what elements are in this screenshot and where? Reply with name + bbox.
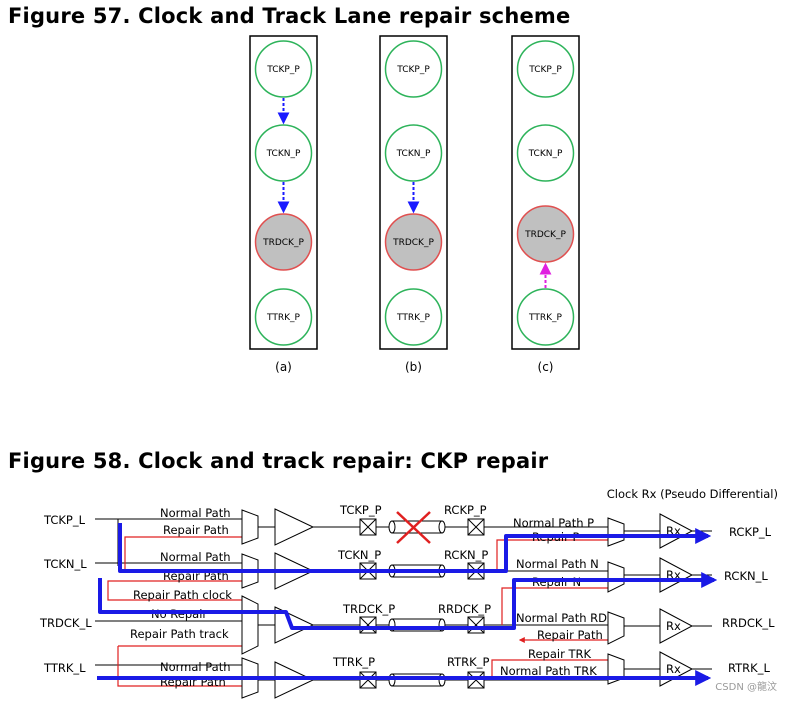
signal-tckn-l: TCKN_L <box>43 557 87 571</box>
tx-pad-box <box>359 616 377 634</box>
node-label: TCKP_P <box>396 65 430 75</box>
node-label: TRDCK_P <box>262 238 304 248</box>
tx-pad-ttrk: TTRK_P <box>332 655 375 669</box>
route-ckp <box>118 523 712 573</box>
node-label: TTRK_P <box>266 313 300 323</box>
panel-a-frame <box>249 35 318 350</box>
figure-57-title: Figure 57. Clock and Track Lane repair s… <box>8 4 571 28</box>
node-tckn <box>516 124 575 182</box>
node-tckn <box>384 124 443 182</box>
channel-cylinder <box>388 520 446 534</box>
tx-driver <box>274 606 315 644</box>
tx-driver <box>274 508 315 546</box>
rx-pad-rckp: RCKP_P <box>444 503 487 517</box>
active-routes <box>97 523 718 686</box>
figure-58-title: Figure 58. Clock and track repair: CKP r… <box>8 449 549 473</box>
panel-b: TCKP_P TCKN_P TRDCK_P TTRK_P (b) <box>379 35 448 374</box>
rx-pad-rckn: RCKN_P <box>444 548 488 562</box>
node-label: TCKP_P <box>528 65 562 75</box>
node-label: TRDCK_P <box>524 230 566 240</box>
rx-label-normal-path-trk: Normal Path TRK <box>500 664 597 678</box>
node-label: TCKN_P <box>266 149 301 159</box>
node-trdck-failed <box>254 213 313 271</box>
signal-trdck-l: TRDCK_L <box>39 616 92 630</box>
rx-pad-rrdck: RRDCK_P <box>438 602 491 616</box>
tx-label-normal-path: Normal Path <box>160 550 231 564</box>
node-trdck-failed <box>516 205 575 263</box>
tx-mux <box>241 509 259 545</box>
rx-receivers <box>659 513 694 687</box>
rx-block-label: Rx <box>666 619 681 633</box>
tx-label-normal-path: Normal Path <box>160 506 231 520</box>
signal-rtrk-l: RTRK_L <box>728 661 770 675</box>
channels <box>388 520 446 687</box>
tx-label-repair-path-clock: Repair Path clock <box>133 588 232 602</box>
rx-mux <box>607 611 625 645</box>
node-label: TCKP_P <box>266 65 300 75</box>
rx-pad-rtrk: RTRK_P <box>447 655 489 669</box>
signal-rckp-l: RCKP_L <box>729 525 772 539</box>
tx-label-repair-path: Repair Path <box>163 523 229 537</box>
node-trdck-failed <box>384 213 443 271</box>
tx-pad-tckp: TCKP_P <box>339 503 382 517</box>
rx-block-label: Rx <box>666 662 681 676</box>
rx-receiver <box>659 513 694 549</box>
tx-pad-box <box>359 518 377 536</box>
tx-label-normal-path: Normal Path <box>160 660 231 674</box>
tx-muxes <box>241 509 259 699</box>
figure-57-diagram: TCKP_P TCKN_P TRDCK_P TTRK_P (a) TCKP_P … <box>249 35 580 374</box>
tx-repair-paths <box>107 534 247 687</box>
rx-mux <box>607 561 625 593</box>
node-ttrk <box>254 288 313 346</box>
rx-title: Clock Rx (Pseudo Differential) <box>607 487 778 501</box>
rx-label-normal-path-p: Normal Path P <box>513 516 594 530</box>
node-tckp <box>254 40 313 98</box>
panel-c-frame <box>511 35 580 350</box>
panel-caption: (c) <box>538 360 554 374</box>
rx-receiver <box>659 557 694 593</box>
rx-label-normal-path-n: Normal Path N <box>516 557 599 571</box>
rx-muxes <box>607 517 625 685</box>
watermark: CSDN @龍汶 <box>715 682 777 693</box>
signal-ttrk-l: TTRK_L <box>43 661 86 675</box>
rx-repair-paths <box>491 539 608 680</box>
node-label: TTRK_P <box>396 313 430 323</box>
rx-pad-box <box>467 616 485 634</box>
tx-mux <box>241 595 259 655</box>
rx-mux <box>607 517 625 547</box>
rx-label-repair-path: Repair Path <box>537 628 603 642</box>
panel-caption: (b) <box>405 360 422 374</box>
figure-58-diagram: Clock Rx (Pseudo Differential) TCKP_L TC… <box>39 487 778 699</box>
node-label: TTRK_P <box>528 313 562 323</box>
node-tckp <box>384 40 443 98</box>
panel-a: TCKP_P TCKN_P TRDCK_P TTRK_P (a) <box>249 35 318 374</box>
tx-pad-trdck: TRDCK_P <box>342 602 395 616</box>
tx-label-repair-path-track: Repair Path track <box>130 627 229 641</box>
route-ckn <box>98 572 718 630</box>
node-tckn <box>254 124 313 182</box>
tx-pad-tckn: TCKN_P <box>337 548 381 562</box>
node-label: TRDCK_P <box>392 238 434 248</box>
rx-pad-box <box>467 518 485 536</box>
rx-label-repair-trk: Repair TRK <box>528 647 591 661</box>
node-ttrk <box>516 288 575 346</box>
signal-tckp-l: TCKP_L <box>43 513 86 527</box>
panel-c: TCKP_P TCKN_P TRDCK_P TTRK_P (c) <box>511 35 580 374</box>
tx-drivers <box>274 508 315 699</box>
node-label: TCKN_P <box>396 149 431 159</box>
signal-rckn-l: RCKN_L <box>724 569 768 583</box>
panel-caption: (a) <box>275 360 292 374</box>
rx-receiver <box>659 608 694 644</box>
fail-mark-icon <box>396 511 431 544</box>
panel-b-frame <box>379 35 448 350</box>
node-ttrk <box>384 288 443 346</box>
rx-label-normal-path-rd: Normal Path RD <box>516 611 607 625</box>
signal-rrdck-l: RRDCK_L <box>722 616 775 630</box>
node-tckp <box>516 40 575 98</box>
node-label: TCKN_P <box>528 149 563 159</box>
